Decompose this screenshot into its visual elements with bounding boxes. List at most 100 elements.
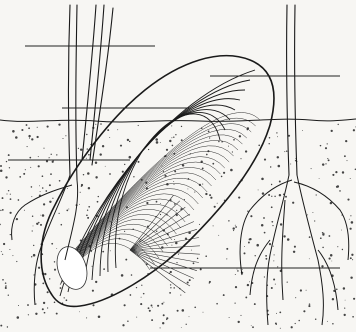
sediment-dot — [336, 186, 338, 188]
sediment-dot — [60, 287, 62, 289]
sediment-dot — [29, 138, 30, 139]
sediment-dot — [10, 194, 11, 195]
sediment-dot — [1, 251, 2, 252]
sediment-dot — [33, 245, 34, 246]
sediment-dot — [212, 163, 214, 165]
sediment-dot — [79, 311, 80, 312]
sediment-dot — [233, 139, 235, 141]
sediment-dot — [141, 285, 142, 286]
sediment-dot — [245, 150, 247, 152]
sediment-dot — [264, 159, 266, 161]
sediment-dot — [66, 210, 68, 212]
sediment-dot — [350, 276, 352, 278]
sediment-dot — [171, 245, 172, 246]
sediment-dot — [2, 209, 4, 211]
sediment-dot — [208, 131, 210, 133]
sediment-dot — [32, 215, 33, 216]
sediment-dot — [160, 142, 161, 143]
sediment-dot — [205, 255, 207, 257]
sediment-dot — [122, 171, 124, 173]
sediment-dot — [42, 308, 44, 310]
sediment-dot — [54, 302, 56, 304]
sediment-dot — [8, 190, 9, 191]
shell-ridge-line — [100, 110, 230, 276]
sediment-dot — [223, 294, 225, 296]
sediment-dot — [40, 224, 42, 226]
sediment-dot — [24, 210, 25, 211]
sediment-dot — [255, 255, 256, 256]
sediment-dot — [344, 155, 346, 157]
sediment-dot — [40, 215, 41, 216]
sediment-dot — [7, 326, 8, 327]
sediment-dot — [156, 201, 158, 203]
sediment-dot — [56, 154, 57, 155]
sediment-dot — [174, 170, 176, 172]
sediment-dot — [254, 303, 256, 305]
sediment-dot — [265, 255, 267, 257]
sediment-dot — [331, 261, 332, 262]
sediment-dot — [291, 326, 293, 328]
sediment-dot — [160, 203, 161, 204]
sediment-dot — [218, 141, 219, 142]
sediment-dot — [180, 295, 181, 296]
siphon-ray — [130, 195, 174, 250]
sediment-dot — [98, 196, 99, 197]
sediment-dot — [339, 190, 341, 192]
sediment-dot — [65, 135, 66, 136]
sediment-dot — [62, 138, 63, 139]
sediment-dot — [131, 274, 133, 276]
sediment-dot — [42, 283, 44, 285]
sediment-dot — [86, 158, 87, 159]
sediment-dot — [221, 176, 223, 178]
sediment-dot — [245, 296, 247, 298]
sediment-dot — [174, 203, 175, 204]
sediment-dot — [274, 196, 275, 197]
sediment-dot — [121, 274, 124, 277]
sediment-dot — [320, 237, 322, 239]
sediment-dot — [42, 214, 45, 217]
sediment-dot — [258, 189, 259, 190]
sediment-dot — [51, 243, 53, 245]
sediment-dot — [161, 303, 163, 305]
sediment-dot — [86, 134, 87, 135]
shell-growth-line — [70, 113, 260, 255]
sediment-dot — [88, 206, 90, 208]
sediment-dot — [271, 196, 272, 197]
sediment-dot — [327, 143, 328, 144]
sediment-dot — [298, 320, 300, 322]
sediment-dot — [277, 156, 279, 158]
sediment-dot — [174, 184, 175, 185]
shell-growth-line — [68, 135, 242, 260]
sediment-dot — [155, 138, 158, 141]
shell-ridge-line — [115, 114, 220, 268]
sediment-dot — [229, 317, 230, 318]
sediment-dot — [182, 309, 185, 312]
sediment-dot — [327, 158, 328, 159]
sediment-dot — [28, 314, 29, 315]
sediment-dot — [272, 225, 273, 226]
sediment-dot — [87, 148, 88, 149]
sediment-dot — [235, 274, 236, 275]
sediment-dot — [109, 137, 110, 138]
sediment-dot — [35, 313, 37, 315]
sediment-dot — [87, 172, 90, 175]
sediment-dot — [107, 129, 109, 131]
sediment-dot — [124, 304, 126, 306]
sediment-dot — [56, 248, 57, 249]
sediment-dot — [293, 251, 295, 253]
sediment-dot — [202, 184, 203, 185]
sediment-dot — [18, 199, 20, 201]
sediment-dot — [271, 287, 273, 289]
sediment-dot — [234, 302, 235, 303]
sediment-dot — [163, 302, 164, 303]
sediment-dot — [338, 124, 339, 125]
sediment-dot — [23, 173, 25, 175]
sediment-dot — [156, 141, 159, 144]
sediment-dot — [199, 224, 200, 225]
sediment-dot — [33, 254, 36, 257]
sediment-dot — [10, 198, 12, 200]
sediment-dot — [37, 127, 38, 128]
sediment-dot — [45, 190, 47, 192]
sediment-dot — [56, 313, 58, 315]
